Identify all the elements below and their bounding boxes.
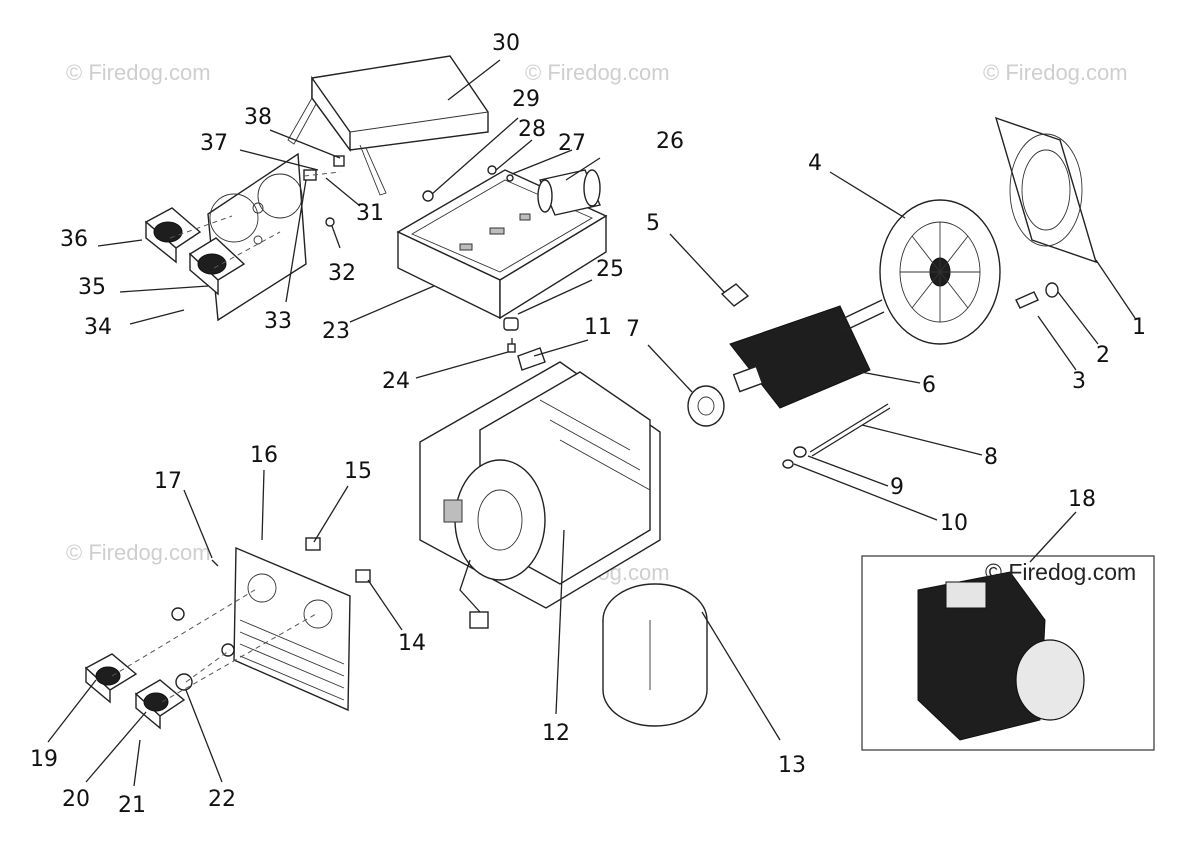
callout-9: 9 xyxy=(890,475,904,500)
callout-21: 21 xyxy=(118,793,146,818)
watermark-top-left: © Firedog.com xyxy=(66,60,211,85)
callout-16: 16 xyxy=(250,443,278,468)
part-7-bearing xyxy=(687,385,725,427)
inset-watermark: © Firedog.com xyxy=(985,559,1136,585)
part-36-receptacle xyxy=(144,207,202,264)
callout-30: 30 xyxy=(492,31,520,56)
part-25-grommet xyxy=(503,317,519,331)
part-26-capacitor xyxy=(537,169,601,216)
callout-25: 25 xyxy=(596,257,624,282)
part-19-receptacle xyxy=(84,653,138,704)
callout-1: 1 xyxy=(1132,315,1146,340)
callout-20: 20 xyxy=(62,787,90,812)
callout-8: 8 xyxy=(984,445,998,470)
part-4-fan xyxy=(879,199,1001,345)
callout-38: 38 xyxy=(244,105,272,130)
part-13-band xyxy=(602,583,708,727)
callout-19: 19 xyxy=(30,747,58,772)
callout-28: 28 xyxy=(518,117,546,142)
parts-14-15-17-hardware xyxy=(171,537,371,657)
callout-4: 4 xyxy=(808,151,822,176)
callout-17: 17 xyxy=(154,469,182,494)
callout-2: 2 xyxy=(1096,343,1110,368)
callout-32: 32 xyxy=(328,261,356,286)
callout-13: 13 xyxy=(778,753,806,778)
callout-23: 23 xyxy=(322,319,350,344)
part-5-key xyxy=(720,283,750,307)
part-12-stator-housing xyxy=(419,361,661,629)
callout-11: 11 xyxy=(584,315,612,340)
watermark-top-right: © Firedog.com xyxy=(983,60,1128,85)
part-30-cover xyxy=(287,55,489,196)
inset-box-18 xyxy=(861,555,1155,751)
watermark-mid-left: © Firedog.com xyxy=(66,540,211,565)
part-1-end-bell xyxy=(994,116,1098,264)
part-16-panel xyxy=(233,546,351,712)
callout-15: 15 xyxy=(344,459,372,484)
callout-24: 24 xyxy=(382,369,410,394)
part-22-breaker xyxy=(175,673,193,691)
callout-14: 14 xyxy=(398,631,426,656)
part-35-receptacle xyxy=(188,237,246,296)
callout-31: 31 xyxy=(356,201,384,226)
callout-7: 7 xyxy=(626,317,640,342)
callout-35: 35 xyxy=(78,275,106,300)
part-11-bolt xyxy=(517,347,546,371)
part-3-bolt xyxy=(1015,291,1039,309)
callout-26: 26 xyxy=(656,129,684,154)
part-24-screw xyxy=(507,338,516,353)
callout-36: 36 xyxy=(60,227,88,252)
part-33-receptacle-panel xyxy=(207,152,307,322)
part-9-washer xyxy=(793,446,807,458)
callout-33: 33 xyxy=(264,309,292,334)
part-20-receptacle xyxy=(134,679,186,730)
callout-3: 3 xyxy=(1072,369,1086,394)
callout-29: 29 xyxy=(512,87,540,112)
part-6-rotor xyxy=(729,299,885,409)
callout-22: 22 xyxy=(208,787,236,812)
callout-12: 12 xyxy=(542,721,570,746)
part-2-washer xyxy=(1045,282,1059,298)
callout-10: 10 xyxy=(940,511,968,536)
part-8-through-bolt xyxy=(809,403,891,457)
callout-37: 37 xyxy=(200,131,228,156)
part-10-nut xyxy=(782,459,794,469)
callout-5: 5 xyxy=(646,211,660,236)
callout-27: 27 xyxy=(558,131,586,156)
watermark-top-center: © Firedog.com xyxy=(525,60,670,85)
callout-6: 6 xyxy=(922,373,936,398)
small-hardware-upper-left xyxy=(169,155,514,269)
dashes-lower-left xyxy=(111,587,317,703)
callout-18: 18 xyxy=(1068,487,1096,512)
leader-lines xyxy=(47,59,1136,787)
callout-34: 34 xyxy=(84,315,112,340)
